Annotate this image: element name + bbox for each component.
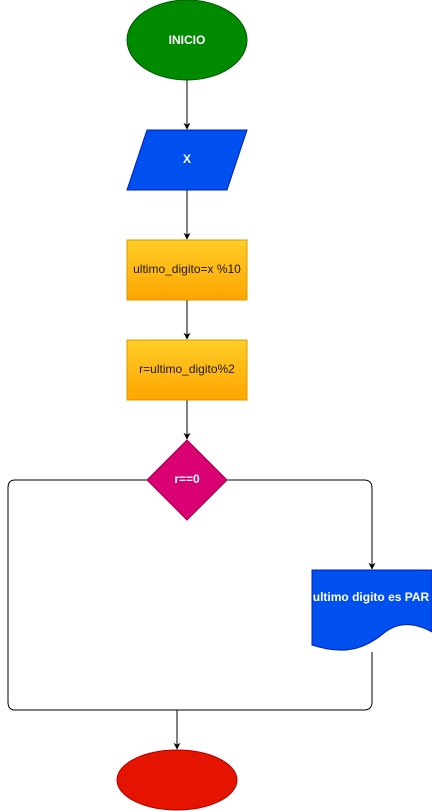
connectors: [7, 80, 376, 750]
process1-rect: [126, 239, 248, 301]
end-node: [116, 749, 238, 811]
end-ellipse: [116, 749, 238, 811]
input-parallelogram: [126, 129, 248, 191]
edge-decision-left-to-merge: [7, 479, 177, 711]
process1-node: ultimo_digito=x %10: [126, 239, 248, 301]
input-node: X: [126, 129, 248, 191]
decision-node: r==0: [146, 439, 228, 521]
decision-diamond: [146, 439, 228, 521]
process2-node: r=ultimo_digito%2: [126, 339, 248, 401]
start-label: INICIO: [169, 33, 206, 47]
process2-rect: [126, 339, 248, 401]
process1-label: ultimo_digito=x %10: [133, 262, 241, 276]
output-node: ultimo digito es PAR: [311, 569, 432, 651]
process2-label: r=ultimo_digito%2: [139, 362, 235, 376]
input-label: X: [183, 152, 191, 166]
output-document: [311, 569, 432, 651]
start-node: INICIO: [126, 0, 248, 81]
decision-label: r==0: [174, 472, 200, 486]
edge-output-to-merge: [177, 652, 373, 711]
start-ellipse: [126, 0, 248, 81]
output-label: ultimo digito es PAR: [313, 590, 430, 604]
edge-decision-right-to-output: [227, 479, 376, 570]
